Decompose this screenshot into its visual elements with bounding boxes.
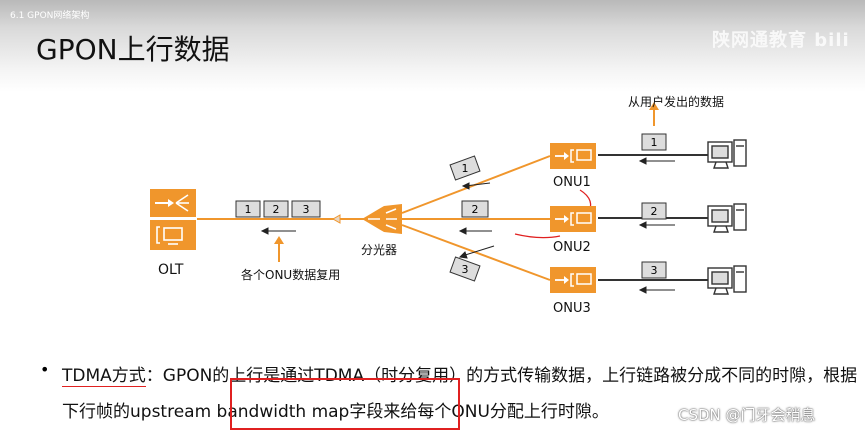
splitter-label: 分光器: [361, 243, 398, 257]
olt-frame-1: [235, 200, 261, 218]
pc-icon: [707, 139, 747, 169]
pc-icon: [707, 203, 747, 233]
user-frame-1: [641, 133, 667, 151]
pc-icon: [707, 265, 747, 295]
user-frames: [641, 133, 667, 279]
olt-frames: [235, 200, 321, 218]
fiber-onu3: [401, 224, 551, 281]
header-bar: 6.1 GPON网络架构 GPON上行数据 陕网通教育 bili: [0, 0, 865, 92]
fiber-frame-label: 1: [462, 162, 469, 175]
splitter-icon: [362, 204, 402, 234]
onu1-label: ONU1: [553, 175, 591, 190]
page-title: GPON上行数据: [36, 33, 230, 66]
olt-frame-2: [263, 200, 289, 218]
olt-frame-label: 2: [273, 203, 280, 216]
upstream-arrows: [260, 157, 675, 294]
fiber-frame-1: [449, 155, 481, 181]
user-frame-label: 2: [651, 205, 658, 218]
olt-icon: [150, 189, 196, 250]
term-separator: ：: [145, 366, 163, 386]
olt-frame-label: 3: [303, 203, 310, 216]
paragraph-text: GPON的上行是通过TDMA（时分复用）的方式传输数据，上行链路被分成不同的时隙…: [62, 366, 858, 422]
user-frame-label: 3: [651, 264, 658, 277]
fiber-frames: [449, 155, 489, 282]
user-frame-label: 1: [651, 136, 658, 149]
olt-label: OLT: [158, 262, 184, 278]
breadcrumb: 6.1 GPON网络架构: [10, 11, 90, 21]
fiber-frame-3: [449, 256, 481, 282]
red-scribble: [514, 233, 561, 239]
upstream-bandwidth-map: upstream bandwidth map: [130, 402, 350, 422]
bullet-paragraph: TDMA方式：GPON的上行是通过TDMA（时分复用）的方式传输数据，上行链路被…: [62, 358, 862, 430]
onu2-icon: [550, 206, 596, 232]
olt-frame-label: 1: [245, 203, 252, 216]
mux-pointer-arrow: [274, 236, 284, 262]
fiber-frame-label: 3: [462, 263, 469, 276]
onu3-label: ONU3: [553, 301, 591, 316]
paragraph-text-end: 字段来给每个ONU分配上行时隙。: [349, 402, 609, 422]
watermark-top: 陕网通教育 bili: [712, 30, 850, 51]
user-frame-3: [641, 261, 667, 279]
onu2-label: ONU2: [553, 240, 591, 255]
mux-label: 各个ONU数据复用: [241, 268, 341, 282]
user-frame-2: [641, 202, 667, 220]
olt-frame-3: [291, 200, 321, 218]
fiber-frame-label: 2: [472, 203, 479, 216]
user-data-pointer-arrow: [649, 102, 659, 126]
flow-arrowhead: [331, 214, 341, 224]
highlight-box: [230, 378, 460, 430]
onu3-icon: [550, 267, 596, 293]
onu1-icon: [550, 143, 596, 169]
csdn-watermark: CSDN @门牙会稍息: [678, 406, 816, 424]
bullet-dot: •: [40, 360, 50, 379]
fiber-frame-2: [461, 200, 489, 218]
user-data-label: 从用户发出的数据: [628, 95, 725, 109]
tdma-term: TDMA方式: [62, 366, 146, 387]
